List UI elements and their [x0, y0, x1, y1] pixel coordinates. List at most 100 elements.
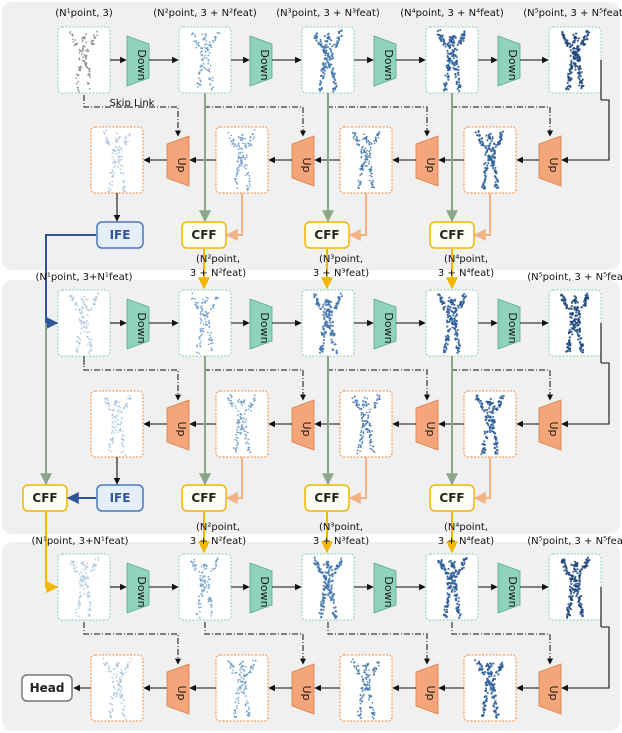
peach-0-2 [473, 193, 491, 241]
cff-box-r2-3: CFF [429, 484, 475, 512]
enc-card-r3-c3 [301, 553, 355, 621]
enc-card-r1-c3 [301, 26, 355, 94]
dec-card-r2-c1 [90, 390, 144, 458]
cff-box-r2-0: CFF [22, 484, 68, 512]
up-block-r1-c3-shape [415, 135, 439, 187]
dec-card-r3-c2-frame [215, 654, 269, 722]
ife-box-1-frame [96, 221, 144, 249]
up-block-r1-c1-shape [166, 135, 190, 187]
enc-card-r3-c5-frame [548, 553, 602, 621]
down-block-r3-c2-shape [249, 562, 273, 614]
enc-card-r1-c4 [425, 26, 479, 94]
cff-out-r1-1a: (N²point, [196, 254, 240, 265]
down-block-r1-c4-shape [497, 35, 521, 87]
enc-card-r3-c4 [425, 553, 479, 621]
down-block-r2-c3-shape [373, 298, 397, 350]
stage-label-r1-c5: (N⁵point, 3 + N⁵feat) [523, 8, 622, 19]
down-block-r2-c4-shape [497, 298, 521, 350]
head-box: Head [21, 674, 73, 702]
down-block-r1-c4: Down [497, 35, 521, 87]
up-block-r2-c2-label: Up [300, 421, 313, 436]
ife-box-2-frame [96, 484, 144, 512]
cff-out-r2-2a: (N³point, [319, 522, 363, 533]
up-block-r3-c1-shape [166, 663, 190, 715]
skip-link-label: Skip Link [110, 98, 155, 109]
down-block-r3-c4-label: Down [506, 576, 519, 607]
turn-2b [561, 626, 610, 692]
ife-box-1: IFE [96, 221, 144, 249]
up-block-r1-c3-label: Up [424, 157, 437, 172]
up-block-r2-c1: Up [166, 399, 190, 451]
down-block-r1-c1: Down [126, 35, 150, 87]
up-block-r2-c4-shape [538, 399, 562, 451]
turn-0b [561, 99, 610, 164]
down-block-r2-c1-label: Down [135, 312, 148, 343]
up-block-r3-c1-label: Up [175, 685, 188, 700]
ife-box-2: IFE [96, 484, 144, 512]
down-block-r1-c1-shape [126, 35, 150, 87]
up-block-r3-c3: Up [415, 663, 439, 715]
enc-card-r1-c1 [57, 26, 111, 94]
up-block-r2-c3-label: Up [424, 421, 437, 436]
skip-link-2-2 [327, 622, 430, 665]
stage-label-r1-c2: (N²point, 3 + N²feat) [153, 8, 257, 19]
enc-card-r1-c1-frame [57, 26, 111, 94]
skip-link-2-0 [83, 622, 181, 665]
cff-box-r1-2: CFF [304, 221, 350, 249]
up-block-r1-c3: Up [415, 135, 439, 187]
ife1-to-enc2 [45, 234, 96, 329]
stage-label-r1-c4: (N⁴point, 3 + N⁴feat) [400, 8, 504, 19]
skip-link-0-0 [83, 95, 181, 137]
yellow-left [45, 511, 59, 593]
cff-out-r1-2a: (N³point, [319, 254, 363, 265]
down-block-r3-c1-shape [126, 562, 150, 614]
down-block-r1-c3-shape [373, 35, 397, 87]
cff-out-r2-1a: (N²point, [196, 522, 240, 533]
down-block-r2-c1-shape [126, 298, 150, 350]
stage-label-r1-c1: (N¹point, 3) [55, 8, 113, 19]
head-box-label: Head [30, 681, 65, 695]
up-block-r3-c2-shape [291, 663, 315, 715]
peach-1-2 [473, 457, 491, 504]
dec-card-r2-c2 [215, 390, 269, 458]
enc-card-r3-c1-frame [57, 553, 111, 621]
enc-card-r2-c3 [301, 289, 355, 357]
down-block-r1-c2-label: Down [258, 49, 271, 80]
dec-card-r1-c1-frame [90, 126, 144, 194]
down-block-r1-c1-label: Down [135, 49, 148, 80]
enc-card-r3-c1 [57, 553, 111, 621]
down-block-r1-c3-label: Down [382, 49, 395, 80]
head-box-frame [21, 674, 73, 702]
enc-card-r3-c2 [178, 553, 232, 621]
ife-box-1-label: IFE [110, 228, 131, 242]
skip-link-2-3 [451, 622, 553, 665]
cff-box-r2-2: CFF [304, 484, 350, 512]
up-block-r3-c1: Up [166, 663, 190, 715]
dec-card-r1-c1 [90, 126, 144, 194]
down-block-r2-c1: Down [126, 298, 150, 350]
cff-out-r2-1b: 3 + N²feat) [190, 536, 246, 547]
down-block-r3-c1-label: Down [135, 576, 148, 607]
dec-card-r1-c2 [215, 126, 269, 194]
up-block-r3-c2: Up [291, 663, 315, 715]
cff-out-r1-2b: 3 + N³feat) [313, 268, 369, 279]
down-block-r2-c3-label: Down [382, 312, 395, 343]
turn-1b [561, 362, 610, 428]
skip-link-2-1 [204, 622, 306, 665]
peach-1-0 [225, 457, 243, 504]
up-block-r2-c3-shape [415, 399, 439, 451]
dec-card-r3-c1 [90, 654, 144, 722]
up-block-r2-c4-label: Up [547, 421, 560, 436]
up-block-r1-c2-shape [291, 135, 315, 187]
cff-box-r2-0-label: CFF [32, 491, 57, 505]
cff-box-r2-3-label: CFF [439, 491, 464, 505]
up-block-r3-c2-label: Up [300, 685, 313, 700]
peach-0-1 [348, 193, 367, 241]
down-block-r2-c2-label: Down [258, 312, 271, 343]
enc-card-r3-c5 [548, 553, 602, 621]
dec-card-r1-c3 [339, 126, 393, 194]
cff-out-r1-3b: 3 + N⁴feat) [438, 268, 494, 279]
enc-card-r1-c5 [548, 26, 602, 94]
down-block-r2-c4-label: Down [506, 312, 519, 343]
enc-card-r2-c5 [548, 289, 602, 357]
